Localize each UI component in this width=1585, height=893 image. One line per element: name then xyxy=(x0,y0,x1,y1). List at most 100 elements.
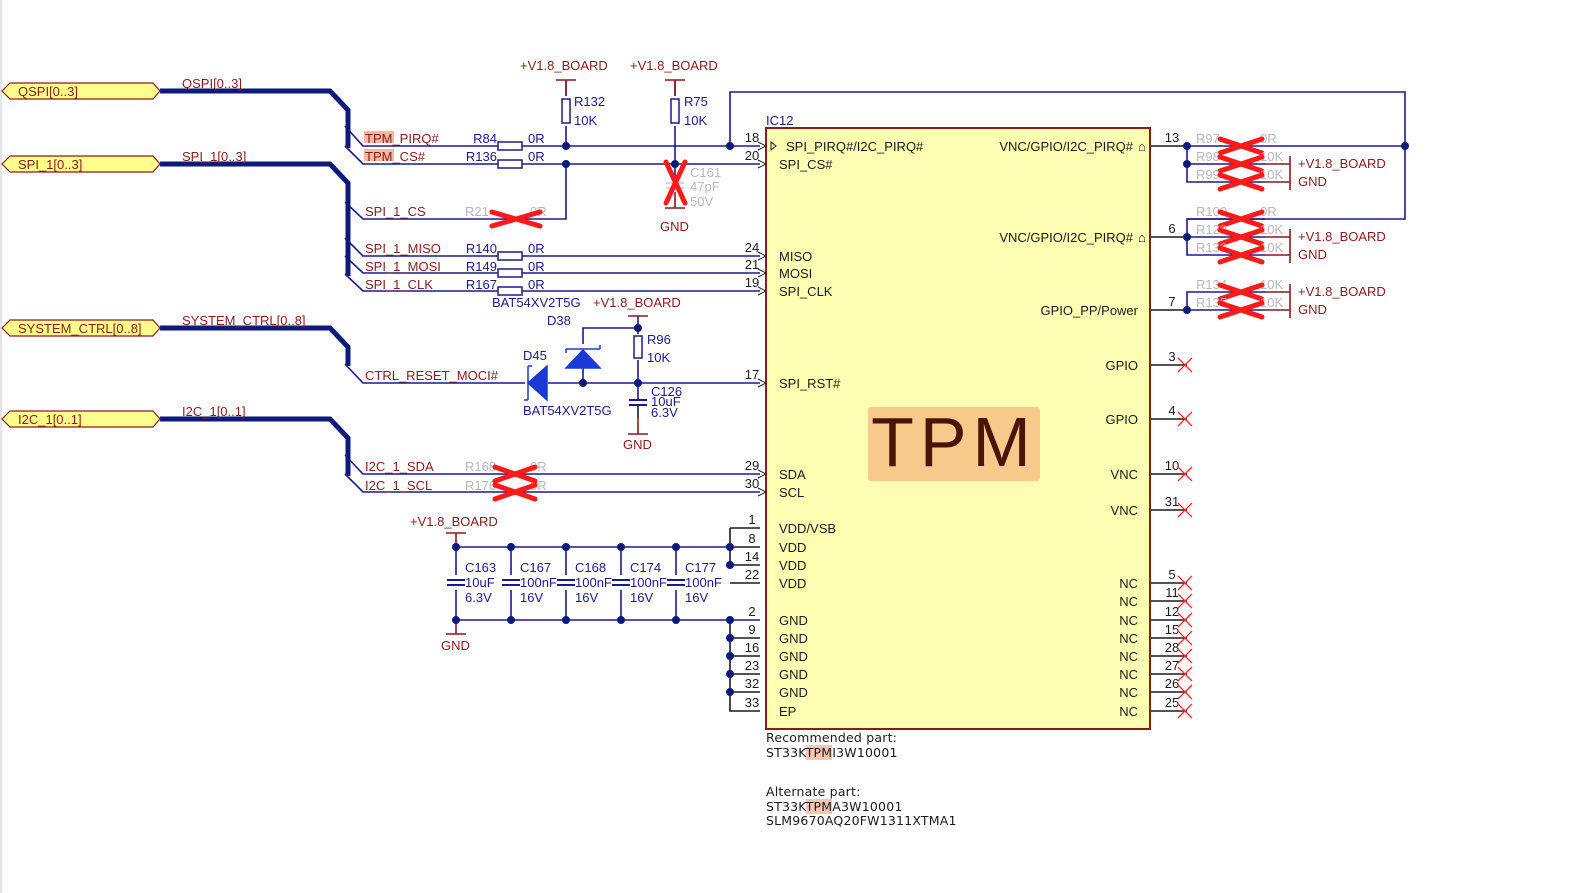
pin-name: NC xyxy=(1119,685,1138,700)
dnp-cross xyxy=(1217,245,1265,265)
page-left-border xyxy=(0,0,2,893)
pin-arrow xyxy=(757,469,768,479)
no-connect-icon xyxy=(1177,575,1193,591)
net-tpm-cs: TPM_CS# xyxy=(365,149,426,164)
pin-name: NC xyxy=(1119,576,1138,591)
open-drain-icon: ⌂ xyxy=(1138,230,1146,245)
port-2[interactable] xyxy=(1,319,161,337)
option-res-ref: R97 xyxy=(1196,131,1220,146)
ref-d45: D45 xyxy=(523,348,547,363)
net-i2c-sda: I2C_1_SDA xyxy=(365,459,434,474)
gnd-label: GND xyxy=(1298,302,1327,317)
port-1[interactable] xyxy=(1,155,161,173)
pin-name: GPIO xyxy=(1105,412,1138,427)
pin-number: 20 xyxy=(745,148,759,163)
ref-d38: D38 xyxy=(547,313,571,328)
bus-i2c1 xyxy=(160,416,351,476)
pin-name: SPI_CS# xyxy=(779,157,833,172)
part-notes: Recommended part: ST33KTPMI3W10001 Alter… xyxy=(766,730,957,829)
pin-name: VNC xyxy=(1111,503,1138,518)
wire-spi-cs xyxy=(344,164,567,220)
resistor-r132 xyxy=(561,98,571,124)
open-drain-icon: ⌂ xyxy=(1138,139,1146,154)
gnd-label: GND xyxy=(623,437,652,452)
pin-number: 9 xyxy=(748,622,755,637)
port-0[interactable] xyxy=(1,82,161,100)
pin-number: 28 xyxy=(1165,640,1179,655)
net-ctrl-reset: CTRL_RESET_MOCI# xyxy=(365,368,499,383)
pin-number: 16 xyxy=(745,640,759,655)
pin-number: 15 xyxy=(1165,622,1179,637)
dnp-cross-c161 xyxy=(663,159,688,206)
pin-arrow xyxy=(757,159,768,169)
resistor-r140 xyxy=(497,251,523,261)
cap-voltage: 16V xyxy=(630,590,653,605)
pin-name: EP xyxy=(779,704,796,719)
val-r168: 0R xyxy=(530,459,547,474)
highlight-tpm-cs xyxy=(364,149,394,161)
pin-number: 27 xyxy=(1165,658,1179,673)
pin-name: NC xyxy=(1119,649,1138,664)
port-3[interactable] xyxy=(1,410,161,428)
ref-r84: R84 xyxy=(473,131,497,146)
option-res-value: 10K xyxy=(1260,149,1283,164)
pin-number: 6 xyxy=(1168,221,1175,236)
cap-value: 100nF xyxy=(630,575,667,590)
resistor-r84 xyxy=(497,141,523,151)
power-label: +V1.8_BOARD xyxy=(410,514,498,529)
power-label: +V1.8_BOARD xyxy=(630,58,718,73)
port-label: SPI_1[0..3] xyxy=(18,157,82,172)
option-res-ref: R130 xyxy=(1196,240,1227,255)
pin-arrow xyxy=(757,268,768,278)
open-drain-icon xyxy=(770,140,777,152)
cap-value: 100nF xyxy=(520,575,557,590)
option-res-value: 10K xyxy=(1260,240,1283,255)
alternate-part: SLM9670AQ20FW1311XTMA1 xyxy=(766,813,957,828)
wire-tpm-cs xyxy=(344,145,498,165)
option-res-value: 0R xyxy=(1260,131,1277,146)
part-d38: BAT54XV2T5G xyxy=(492,295,581,310)
pin-name: GND xyxy=(779,649,808,664)
ref-r176: R176 xyxy=(465,478,496,493)
pin-number: 18 xyxy=(745,130,759,145)
labels: QSPI[0..3] SPI_1[0..3] SYSTEM_CTRL[0..8]… xyxy=(182,58,721,653)
bus-label-qspi: QSPI[0..3] xyxy=(182,76,242,91)
cap-ref: C167 xyxy=(520,560,551,575)
dnp-cross-r176 xyxy=(492,482,538,502)
resistor-r75 xyxy=(670,98,680,124)
option-res-value: 0R xyxy=(1260,204,1277,219)
pin-number: 17 xyxy=(745,367,759,382)
option-res-value: 10K xyxy=(1260,167,1283,182)
no-connect-icon xyxy=(1177,593,1193,609)
cap-value: 100nF xyxy=(575,575,612,590)
alternate-part: ST33KTPMA3W10001 xyxy=(766,798,903,814)
cap-value: 10uF xyxy=(465,575,495,590)
port-label: SYSTEM_CTRL[0..8] xyxy=(18,321,142,336)
dnp-cross xyxy=(1217,136,1265,156)
option-res-value: 10K xyxy=(1260,222,1283,237)
ref-r167: R167 xyxy=(466,277,497,292)
ref-r140: R140 xyxy=(466,241,497,256)
pin-name: GND xyxy=(779,613,808,628)
bus-label-i2c1: I2C_1[0..1] xyxy=(182,404,246,419)
resistor-r149 xyxy=(497,268,523,278)
option-res-ref: R100 xyxy=(1196,204,1227,219)
val-r75: 10K xyxy=(684,113,707,128)
pin-name: VDD/VSB xyxy=(779,521,836,536)
bus-label-system-ctrl: SYSTEM_CTRL[0..8] xyxy=(182,313,306,328)
port-symbols: QSPI[0..3]SPI_1[0..3]SYSTEM_CTRL[0..8]I2… xyxy=(1,82,161,428)
pin-number: 2 xyxy=(748,604,755,619)
gnd-label: GND xyxy=(1298,247,1327,262)
power-label: +V1.8_BOARD xyxy=(1298,156,1386,171)
net-tpm-pirq: TPM_PIRQ# xyxy=(365,131,439,146)
dnp-cross xyxy=(1217,209,1265,229)
pin-name: SCL xyxy=(779,485,804,500)
ic-ref: IC12 xyxy=(766,113,793,128)
val-r132: 10K xyxy=(574,113,597,128)
pin-number: 22 xyxy=(745,567,759,582)
pin-number: 23 xyxy=(745,658,759,673)
resistor-r136 xyxy=(497,159,523,169)
diode-symbols xyxy=(524,345,602,402)
ref-r75: R75 xyxy=(684,94,708,109)
pin-name: GPIO_PP/Power xyxy=(1040,303,1138,318)
